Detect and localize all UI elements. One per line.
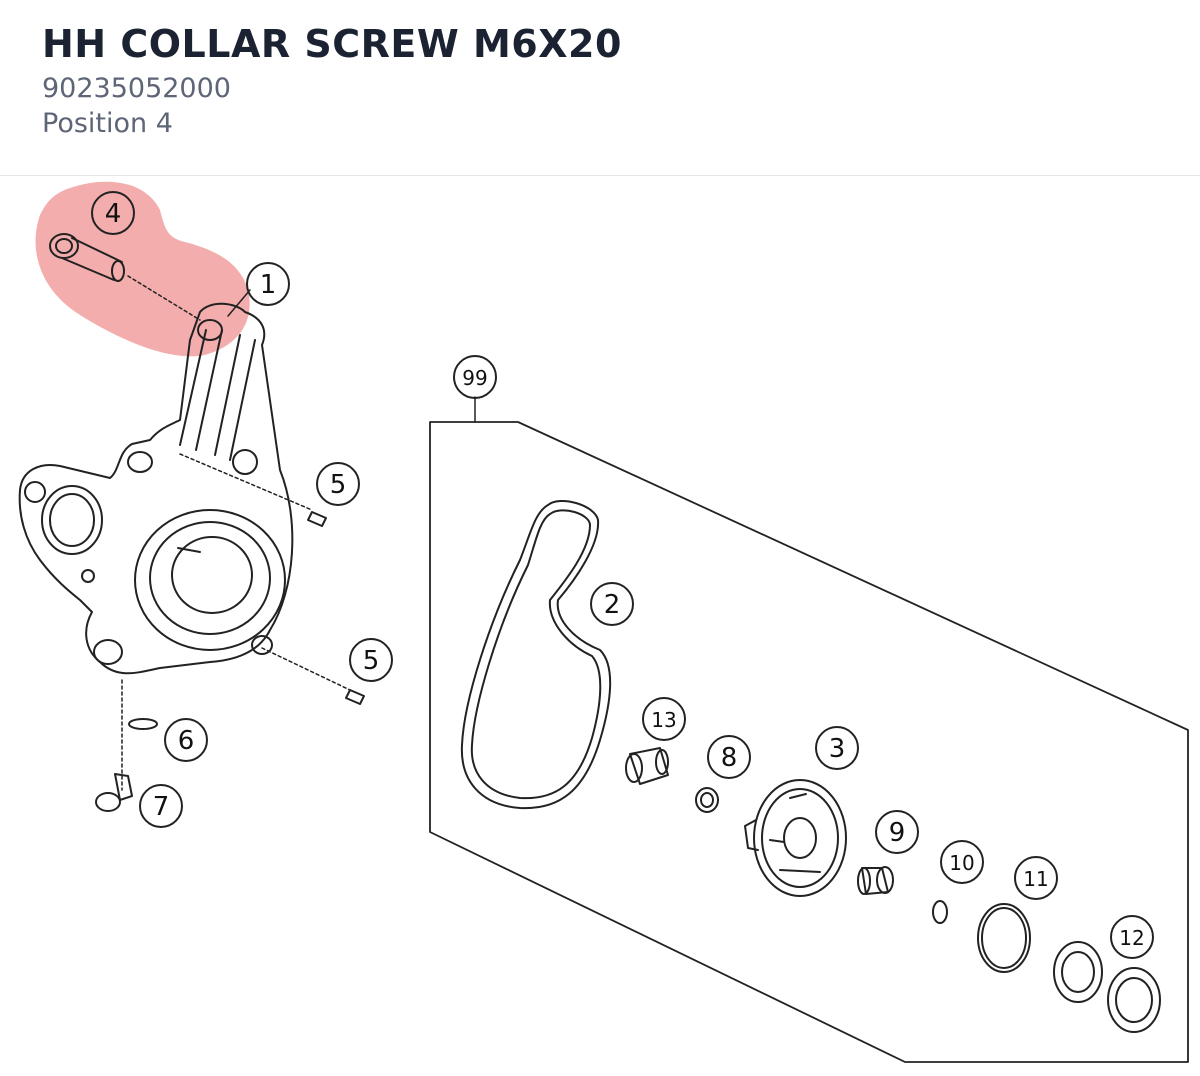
bearing-part	[857, 866, 894, 895]
callout-13[interactable]: 13	[651, 708, 676, 732]
highlight-region	[35, 181, 250, 357]
callout-4[interactable]: 4	[105, 199, 122, 229]
callout-5[interactable]: 5	[330, 470, 347, 500]
callout-1[interactable]: 1	[260, 270, 277, 300]
callout-12[interactable]: 12	[1119, 926, 1144, 950]
callout-3[interactable]: 3	[829, 734, 846, 764]
shaft-seal-part	[1053, 941, 1161, 1033]
callout-2[interactable]: 2	[604, 590, 621, 620]
diagram-svg: 1 4 5 5 6 7 2 8 3 9 99 13 10 11 12	[18, 181, 1189, 1063]
repair-kit-outline	[429, 421, 1189, 1063]
seal-ring-part	[695, 787, 719, 813]
callout-7[interactable]: 7	[153, 792, 170, 822]
callout-9[interactable]: 9	[889, 818, 906, 848]
collar-screw-part[interactable]	[49, 233, 125, 282]
part-header: HH COLLAR SCREW M6X20 90235052000 Positi…	[0, 0, 1200, 176]
callout-99[interactable]: 99	[462, 366, 487, 390]
part-title: HH COLLAR SCREW M6X20	[42, 22, 622, 66]
pump-cover-part	[18, 302, 294, 675]
part-number: 90235052000	[42, 73, 231, 104]
part-position: Position 4	[42, 108, 173, 139]
gasket-part	[460, 500, 612, 810]
impeller-part	[744, 779, 847, 897]
circlip-part	[977, 903, 1031, 973]
dowel-pin-part	[179, 453, 365, 705]
drain-screw-part	[95, 679, 158, 812]
callout-10[interactable]: 10	[949, 851, 974, 875]
exploded-parts-diagram: 1 4 5 5 6 7 2 8 3 9 99 13 10 11 12	[0, 176, 1200, 1072]
callout-6[interactable]: 6	[178, 726, 195, 756]
callout-8[interactable]: 8	[721, 743, 738, 773]
o-ring-part	[932, 900, 948, 924]
bushing-part	[625, 747, 669, 785]
callout-5[interactable]: 5	[363, 646, 380, 676]
leader-line	[127, 275, 201, 321]
callout-11[interactable]: 11	[1023, 867, 1048, 891]
